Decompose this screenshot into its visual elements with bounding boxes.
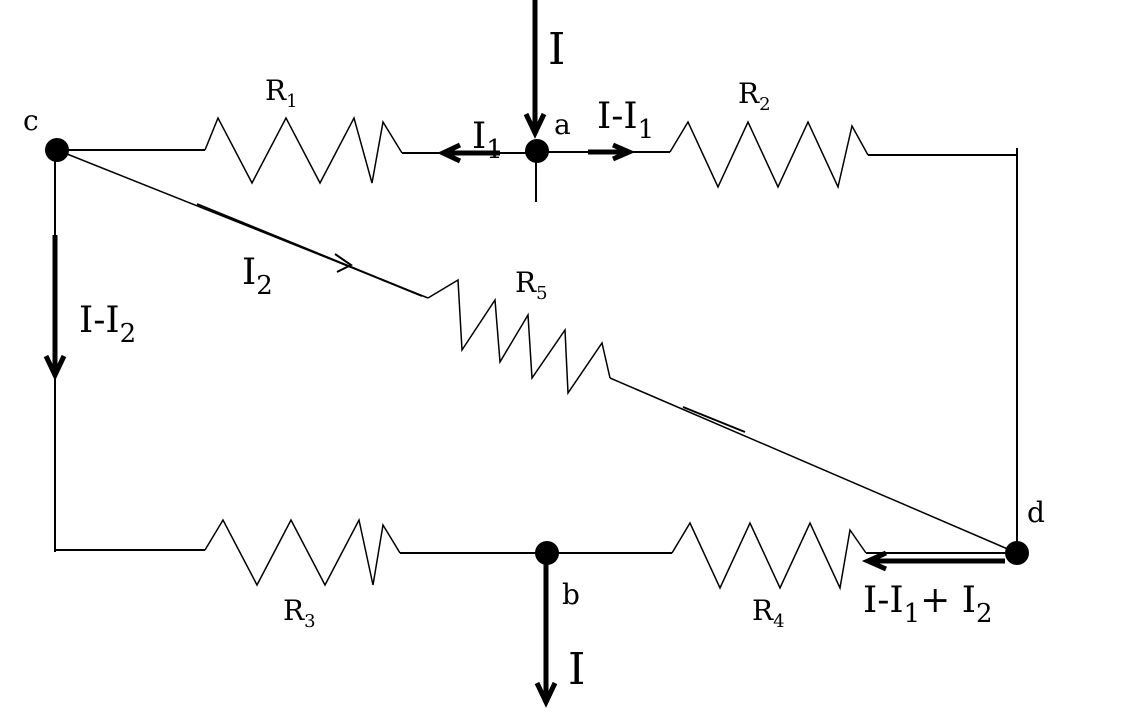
node-label-a: a xyxy=(554,108,571,141)
arrowhead-i-d xyxy=(861,550,888,572)
arrowhead-i-out xyxy=(534,681,558,708)
arrowhead-i2 xyxy=(334,253,353,273)
wire-r5-d xyxy=(609,377,1018,554)
node-a xyxy=(525,139,549,163)
node-b xyxy=(535,541,559,565)
resistor-r4 xyxy=(671,521,867,591)
node-c xyxy=(45,138,69,162)
current-label-i-out: I xyxy=(568,644,585,695)
current-label-i-in: I xyxy=(548,24,565,75)
current-label-i-d: I-I1+ I2 xyxy=(863,580,993,629)
resistor-label-r5: R5 xyxy=(515,266,548,304)
resistor-label-r2: R2 xyxy=(738,77,771,115)
resistor-r3 xyxy=(204,517,401,587)
resistor-r2 xyxy=(669,120,869,190)
node-label-d: d xyxy=(1027,496,1045,529)
current-label-i1: I1 xyxy=(472,116,503,165)
node-d xyxy=(1005,541,1029,565)
resistor-label-r3: R3 xyxy=(283,594,316,632)
node-label-c: c xyxy=(23,104,39,137)
current-label-i2: I2 xyxy=(242,252,273,301)
resistor-label-r1: R1 xyxy=(265,74,298,112)
current-label-i-minus-i2: I-I2 xyxy=(79,300,136,349)
resistor-label-r4: R4 xyxy=(752,594,785,632)
node-label-b: b xyxy=(562,578,580,611)
arrowhead-i-minus-i1 xyxy=(611,142,636,162)
arrowhead-i-in xyxy=(523,112,547,139)
current-label-i-minus-i1: I-I1 xyxy=(597,96,654,145)
resistor-r5 xyxy=(427,278,611,396)
arrowhead-i-minus-i2 xyxy=(43,354,67,381)
resistor-r1 xyxy=(204,115,403,185)
arrowhead-i1 xyxy=(437,142,462,164)
wire-diag-accent-1 xyxy=(196,203,423,297)
wire-diag-accent-2 xyxy=(682,406,746,433)
